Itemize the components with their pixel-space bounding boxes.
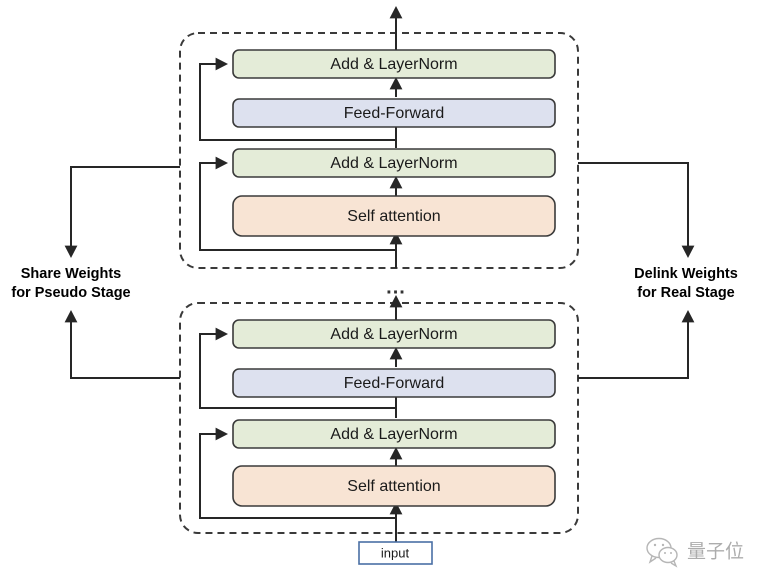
input-node-label: input xyxy=(381,545,410,560)
share-weights-label-line2: for Pseudo Stage xyxy=(11,285,130,301)
lower-block-label-1: Feed-Forward xyxy=(344,375,444,392)
watermark-label: 量子位 xyxy=(687,541,744,563)
upper-block-add-layernorm-mid[interactable]: Add & LayerNorm xyxy=(232,148,556,178)
upper-residual-top xyxy=(199,57,396,141)
upper-block-label-0: Add & LayerNorm xyxy=(330,56,457,73)
wechat-logo-icon xyxy=(646,537,678,568)
lower-block-label-2: Add & LayerNorm xyxy=(330,426,457,443)
upper-residual-bottom xyxy=(199,156,396,251)
upper-stage-container xyxy=(179,32,579,269)
lower-block-feed-forward[interactable]: Feed-Forward xyxy=(232,368,556,398)
upper-block-add-layernorm-top[interactable]: Add & LayerNorm xyxy=(232,49,556,79)
stage-repeat-ellipsis: ... xyxy=(386,276,406,298)
lower-stage-container xyxy=(179,302,579,534)
upper-block-label-2: Add & LayerNorm xyxy=(330,155,457,172)
delink-weights-label-line1: Delink Weights xyxy=(634,266,738,282)
lower-block-self-attention[interactable]: Self attention xyxy=(232,465,556,507)
share-weights-label-line1: Share Weights xyxy=(21,266,121,282)
lower-residual-top xyxy=(199,327,396,409)
lower-block-add-layernorm-mid[interactable]: Add & LayerNorm xyxy=(232,419,556,449)
upper-block-label-3: Self attention xyxy=(347,208,440,225)
right-connector-from-upper xyxy=(578,162,695,259)
delink-weights-label-line2: for Real Stage xyxy=(637,285,735,301)
lower-block-label-0: Add & LayerNorm xyxy=(330,326,457,343)
upper-block-feed-forward[interactable]: Feed-Forward xyxy=(232,98,556,128)
upper-block-self-attention[interactable]: Self attention xyxy=(232,195,556,237)
lower-block-label-3: Self attention xyxy=(347,478,440,495)
watermark: 量子位 xyxy=(646,537,744,568)
lower-residual-bottom xyxy=(199,427,396,519)
left-connector-from-upper xyxy=(64,166,180,259)
right-connector-from-lower xyxy=(578,309,695,379)
input-node[interactable]: input xyxy=(358,541,433,565)
left-connector-from-lower xyxy=(64,309,180,379)
lower-block-add-layernorm-top[interactable]: Add & LayerNorm xyxy=(232,319,556,349)
upper-block-label-1: Feed-Forward xyxy=(344,105,444,122)
